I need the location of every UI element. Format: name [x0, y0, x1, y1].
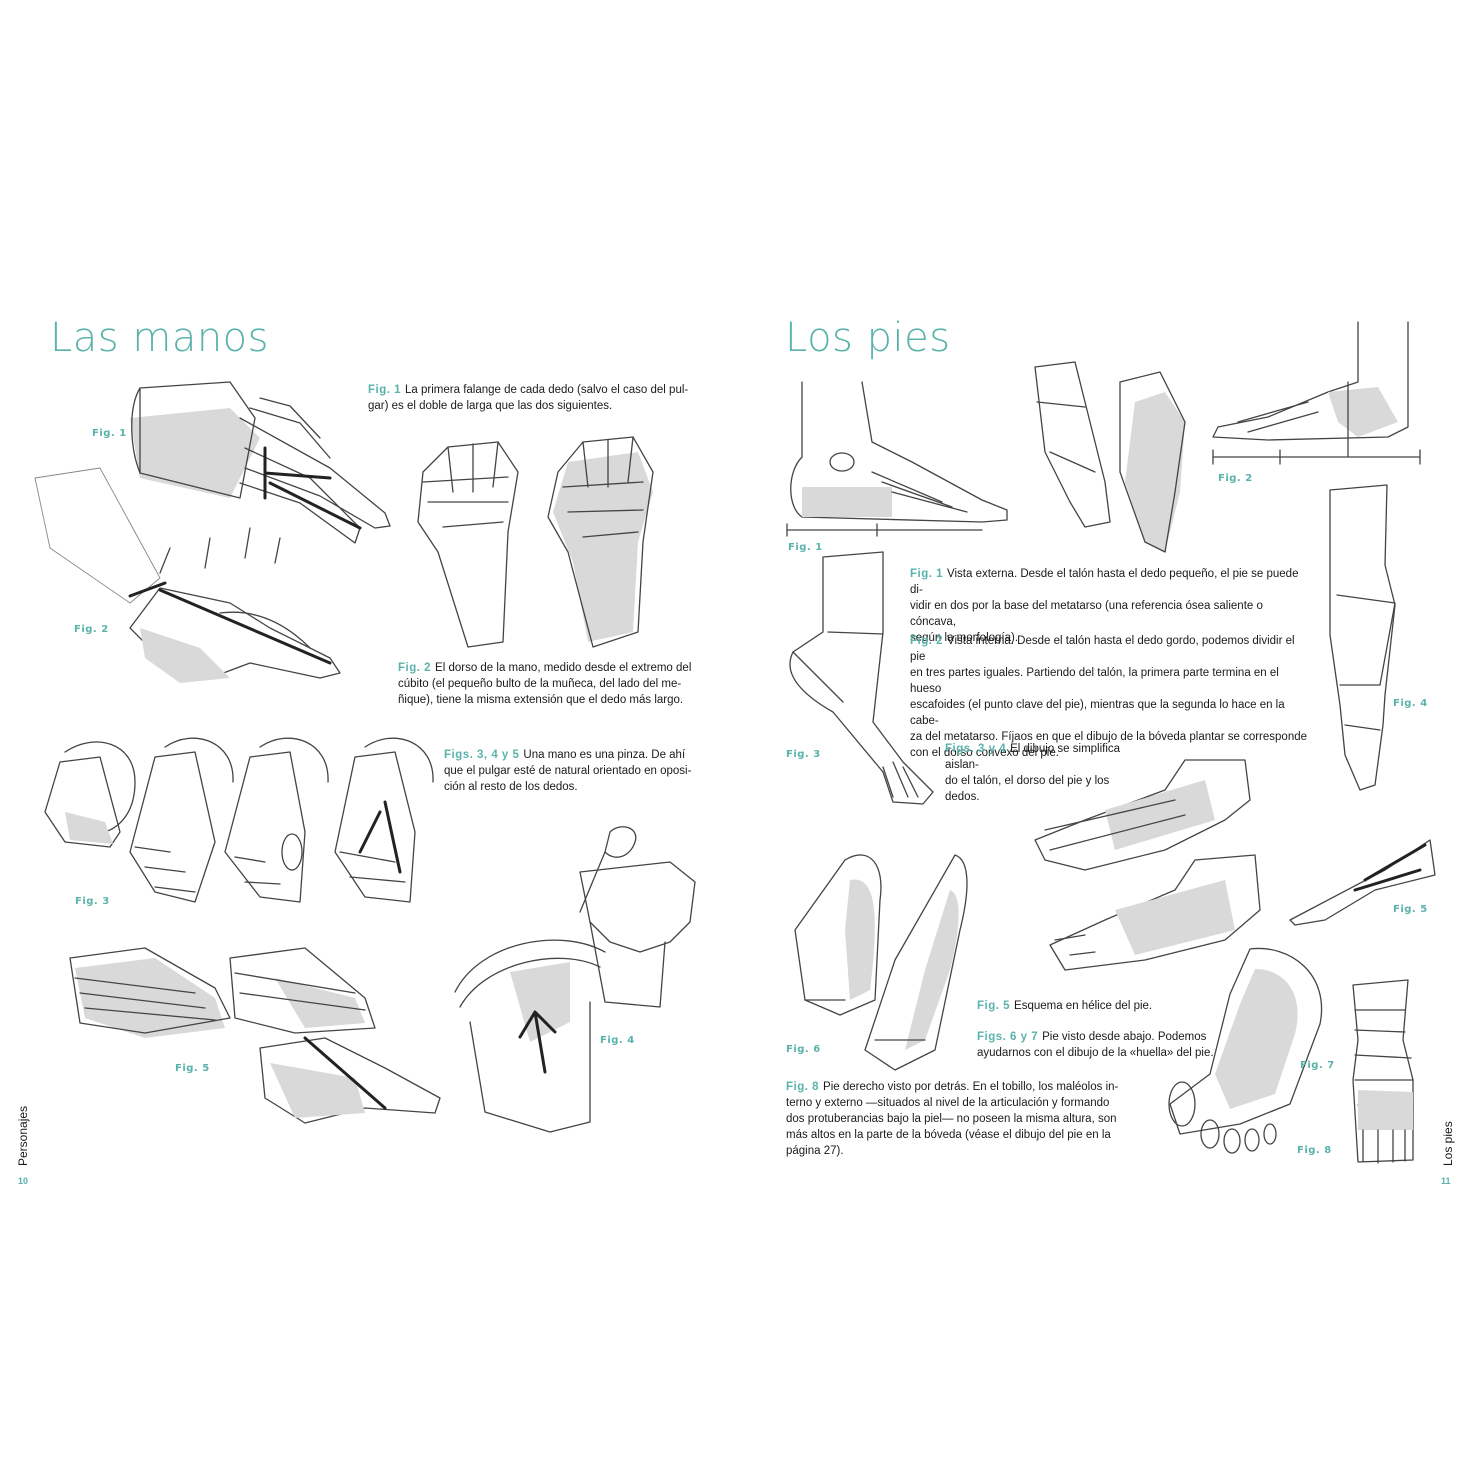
paragraph-ref: Fig. 2: [398, 662, 432, 674]
hands-fig1-fig2-sketch: [34, 381, 391, 683]
hand-arrow-fig4-sketch: [454, 826, 696, 1133]
fig-label: Fig. 8: [1297, 1145, 1332, 1156]
paragraph-ref: Figs. 3, 4 y 5: [444, 749, 520, 761]
paragraph-ref: Fig. 1: [910, 568, 944, 580]
fig-label: Fig. 7: [1300, 1060, 1335, 1071]
paragraph-ref: Fig. 5: [977, 1000, 1011, 1012]
fig-label: Fig. 2: [1218, 473, 1253, 484]
fig-label: Fig. 3: [786, 749, 821, 760]
feet-front-sketch: [1034, 361, 1186, 553]
foot-fig1-sketch: [786, 381, 1008, 537]
left-running-head: Personajes: [16, 1105, 30, 1166]
fig-label: Fig. 2: [74, 624, 109, 635]
left-page-title: Las manos: [50, 315, 269, 361]
fig-label: Fig. 6: [786, 1044, 821, 1055]
paragraph-ref: Fig. 1: [368, 384, 402, 396]
foot-fig7-sketch: [1168, 947, 1323, 1154]
fig-label: Fig. 1: [92, 428, 127, 439]
paragraph-ref: Figs. 3 y 4: [945, 743, 1007, 755]
fig-label: Fig. 1: [788, 542, 823, 553]
foot-fig4-sketch: [1329, 484, 1396, 791]
foot-fig2-sketch: [1212, 321, 1421, 465]
right-page-title: Los pies: [785, 315, 951, 361]
paragraph-ref: Fig. 2: [910, 635, 944, 647]
fig-label: Fig. 4: [600, 1035, 635, 1046]
paragraph-ref: Figs. 6 y 7: [977, 1031, 1039, 1043]
left-page-number: 10: [18, 1176, 29, 1186]
hands-fig3-sketch: [44, 737, 434, 903]
right-running-head: Los pies: [1441, 1121, 1455, 1166]
foot-fig6-sketch: [794, 854, 968, 1071]
fist-sketch: [417, 436, 654, 648]
foot-fig5-sketch: [1034, 759, 1436, 971]
foot-fig8-sketch: [1352, 979, 1414, 1164]
fig-label: Fig. 5: [175, 1063, 210, 1074]
paragraph-ref: Fig. 8: [786, 1081, 820, 1093]
right-page-number: 11: [1441, 1176, 1451, 1186]
fig-label: Fig. 4: [1393, 698, 1428, 709]
hands-fig5-sketch: [69, 947, 441, 1124]
fig-label: Fig. 5: [1393, 904, 1428, 915]
fig-label: Fig. 3: [75, 896, 110, 907]
foot-fig3-sketch: [789, 551, 934, 805]
